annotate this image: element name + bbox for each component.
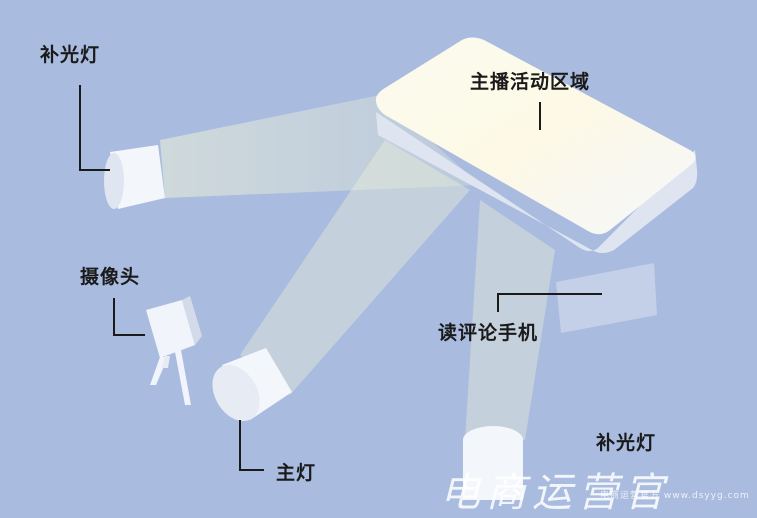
leader-main-light xyxy=(239,420,264,471)
stage-platform xyxy=(375,37,698,253)
label-main-light: 主灯 xyxy=(276,462,317,484)
label-fill-light-bottom: 补光灯 xyxy=(596,432,657,454)
fill-light-bottom-fixture xyxy=(463,426,523,500)
main-light-beam xyxy=(240,140,470,395)
main-light-fixture xyxy=(212,348,292,422)
camera-device xyxy=(146,296,202,405)
watermark-text: 电商运营官 xyxy=(440,470,670,516)
label-stage-area: 主播活动区域 xyxy=(470,71,591,93)
watermark-subtext: 电商运营官方 www.dsyyg.com xyxy=(600,491,750,501)
label-fill-light-top: 补光灯 xyxy=(40,44,101,66)
leader-comment-phone xyxy=(497,293,602,312)
label-camera: 摄像头 xyxy=(80,266,141,288)
comment-phone-device xyxy=(556,263,657,333)
leader-fill-light-top xyxy=(79,85,110,171)
leader-lines xyxy=(79,85,602,471)
label-comment-phone: 读评论手机 xyxy=(438,322,539,344)
fill-light-top-fixture xyxy=(104,145,165,209)
leader-camera xyxy=(113,298,145,336)
fill-light-bottom-beam xyxy=(465,200,555,440)
